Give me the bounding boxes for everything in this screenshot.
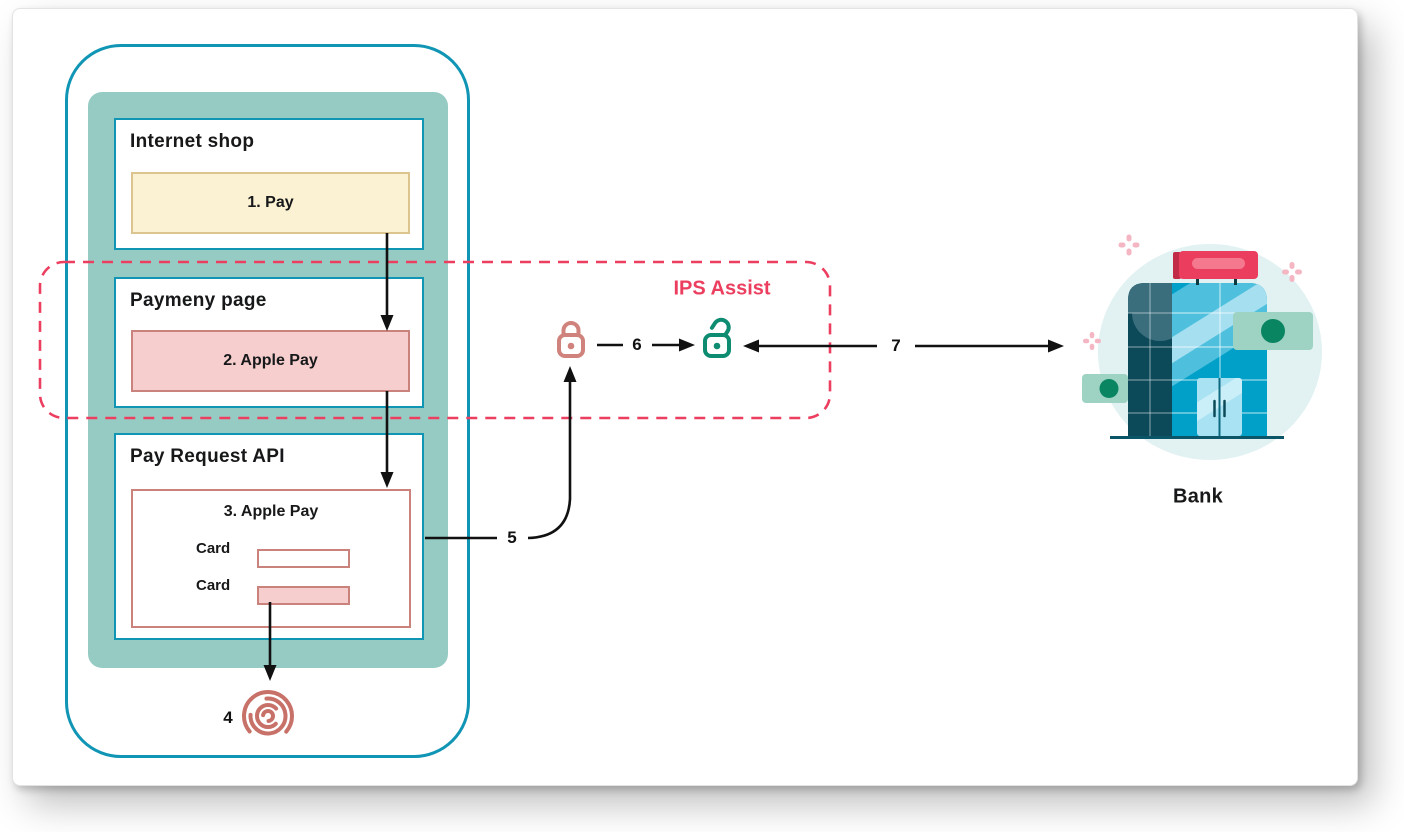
pay-button: 1. Pay [131, 172, 410, 234]
apple-pay-button-label: 2. Apple Pay [223, 352, 318, 369]
card-field-filled [257, 586, 350, 605]
apple-pay-button: 2. Apple Pay [131, 330, 410, 392]
payment-page-section: Paymeny page 2. Apple Pay [114, 277, 424, 408]
apple-pay-sheet: 3. Apple Pay Card Card [131, 489, 411, 628]
pay-request-api-section: Pay Request API 3. Apple Pay Card Card [114, 433, 424, 640]
apple-pay-sheet-title: 3. Apple Pay [223, 503, 319, 520]
internet-shop-section: Internet shop 1. Pay [114, 118, 424, 250]
pay-button-label: 1. Pay [247, 194, 294, 211]
ips-assist-label: IPS Assist [673, 277, 771, 300]
step-5-label: 5 [507, 528, 517, 547]
card-field-empty [257, 549, 350, 568]
step-6-label: 6 [632, 335, 642, 354]
step-4-label: 4 [223, 708, 233, 727]
step-7-label: 7 [891, 336, 901, 355]
bank-label: Bank [1172, 485, 1224, 508]
payment-page-title: Paymeny page [130, 290, 267, 311]
pay-request-api-title: Pay Request API [130, 446, 285, 467]
card-label: Card [196, 540, 231, 557]
internet-shop-title: Internet shop [130, 131, 255, 152]
card-label: Card [196, 577, 231, 594]
